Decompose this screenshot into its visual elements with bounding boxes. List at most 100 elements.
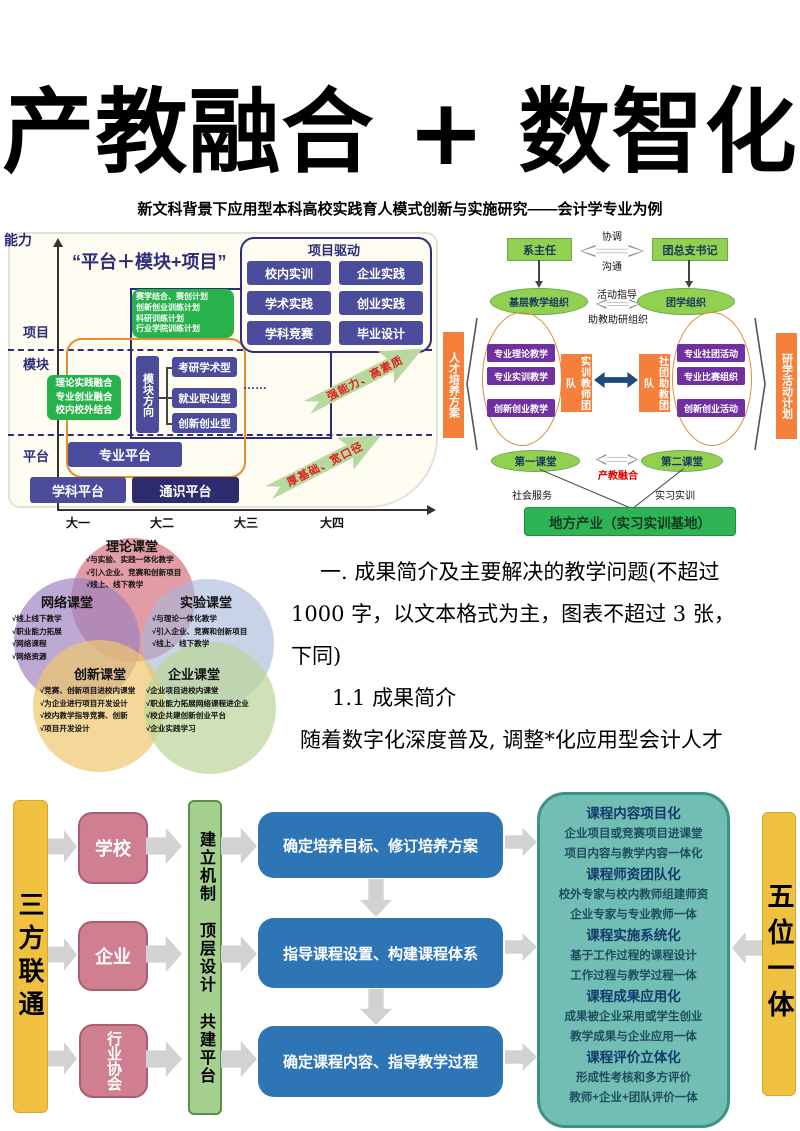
five-in-one-bar: 五位一体 <box>762 812 796 1096</box>
module-type: 考研学术型 <box>172 357 237 377</box>
down-arrow-line <box>688 260 690 282</box>
org-right-item: 专业社团活动 <box>677 344 745 362</box>
x-axis-line <box>57 509 429 511</box>
project-item: 创业实践 <box>339 291 423 315</box>
venn-bullet: √网络资源 <box>12 651 47 661</box>
bracket-line <box>159 397 172 399</box>
venn-bullet: √网络课程 <box>12 639 47 649</box>
project-item: 学科竞赛 <box>247 321 331 345</box>
outcome-header: 课程师资团队化 <box>586 867 681 882</box>
communicate-label: 沟通 <box>602 262 622 273</box>
outcome-header: 课程成果应用化 <box>586 989 681 1004</box>
body-text-line: 一. 成果简介及主要解决的教学问题(不超过 <box>320 560 720 584</box>
major-platform-box: 专业平台 <box>68 442 182 467</box>
assist-org-label: 助教助研组织 <box>588 315 648 326</box>
venn-bullet: √项目开发设计 <box>40 723 90 733</box>
y-axis-label: 能力 <box>4 232 32 248</box>
venn-title: 实验课堂 <box>180 595 233 610</box>
general-platform-box: 通识平台 <box>132 477 239 503</box>
bracket-line <box>166 423 172 425</box>
guide-arrow <box>596 299 640 309</box>
second-class-ellipse: 第二课堂 <box>641 450 723 472</box>
venn-bullet: √线上线下教学 <box>12 614 62 623</box>
page-subtitle: 新文科背景下应用型本科高校实践育人模式创新与实施研究——会计学专业为例 <box>137 201 663 218</box>
outcome-line: 项目内容与教学内容一体化 <box>564 848 703 860</box>
dashed-line-lower <box>8 434 432 436</box>
social-service-label: 社会服务 <box>512 491 552 502</box>
module-ellipsis: …… <box>243 378 267 392</box>
plan-line: 赛学结合、赛创计划 <box>136 292 208 301</box>
venn-bullets: √线上线下教学 √职业能力拓展 √网络课程 √网络资源 <box>12 613 62 663</box>
down-arrowhead <box>534 281 543 288</box>
left-brace <box>466 317 478 451</box>
venn-bullet: √竞赛、创新项目进校内课堂 <box>40 686 136 695</box>
module-direction-box: 模块方向 <box>136 356 159 433</box>
body-text-line: 随着数字化深度普及, 调整*化应用型会计人才 <box>300 728 723 752</box>
fusion-line: 校内校外结合 <box>55 405 113 417</box>
venn-bullet: √为企业进行项目开发设计 <box>40 698 128 708</box>
project-item: 企业实践 <box>339 261 423 285</box>
project-item: 毕业设计 <box>339 321 423 345</box>
venn-bullets: √企业项目进校内课堂 √职业能力拓展网络课程进企业 √校企共建创新创业平台 √企… <box>146 685 249 735</box>
venn-bullet: √线上、线下教学 <box>152 639 210 649</box>
enterprise-circle <box>144 642 276 774</box>
flow-arrow <box>48 830 77 863</box>
club-team-box: 社团助教团队 <box>639 354 670 412</box>
row-label-platform: 平台 <box>23 449 50 464</box>
flow-arrow <box>221 828 257 864</box>
x-tick: 大一 <box>65 516 90 530</box>
teaching-org-ellipse: 基层教学组织 <box>490 288 588 315</box>
outcome-line: 企业专家与专业教师一体 <box>570 909 697 921</box>
fusion-line: 理论实践融合 <box>55 378 113 390</box>
class-link-arrow <box>596 454 638 465</box>
study-activity-bar: 研学活动计划 <box>776 333 797 439</box>
flow-arrow <box>221 936 257 972</box>
outcome-line: 形成性考核和多方评价 <box>576 1072 691 1084</box>
league-org-ellipse: 团学组织 <box>637 288 735 315</box>
module-type: 创新创业型 <box>172 413 237 433</box>
project-item: 校内实训 <box>247 261 331 285</box>
actor-industry-assoc: 行业协会 <box>79 1024 148 1098</box>
venn-bullet: √与实验、实践一体化教学 <box>86 555 174 564</box>
innovation-circle <box>33 640 165 772</box>
step-box: 确定课程内容、指导教学过程 <box>258 1026 503 1097</box>
down-arrow-line <box>538 260 540 282</box>
coordination-arrow <box>580 245 644 257</box>
venn-title: 理论课堂 <box>106 539 159 554</box>
flow-arrow <box>146 1041 182 1077</box>
project-item: 学术实践 <box>247 291 331 315</box>
x-tick: 大二 <box>149 516 174 530</box>
venn-bullet: √线上、线下教学 <box>86 580 144 590</box>
trainer-team-box: 实训教师团队 <box>561 354 592 412</box>
dashed-line-upper <box>8 349 432 351</box>
venn-title: 创新课堂 <box>74 667 127 682</box>
platform-quote-title: “平台＋模块+项目” <box>72 252 227 272</box>
org-left-item: 创新创业教学 <box>487 399 555 417</box>
first-class-ellipse: 第一课堂 <box>491 450 580 472</box>
venn-bullet: √职业能力拓展 <box>12 626 62 636</box>
fusion-line: 专业创业融合 <box>55 391 113 403</box>
venn-bullets: √与实验、实践一体化教学 √引入企业、竞赛和创新项目 √线上、线下教学 <box>86 554 181 592</box>
module-region-outline <box>130 288 332 439</box>
flow-arrow <box>505 1043 537 1071</box>
down-arrowhead <box>684 281 693 288</box>
outcomes-box: 课程内容项目化 企业项目或竞赛项目进课堂 项目内容与教学内容一体化 课程师资团队… <box>537 792 730 1128</box>
page-title: 产教融合 + 数智化 <box>2 79 798 186</box>
body-text-line: 1000 字，以文本格式为主，图表不超过 3 张， <box>291 602 735 626</box>
right-brace <box>754 317 766 451</box>
activity-ellipse-outline <box>672 312 752 446</box>
activity-guide-label: 活动指导 <box>597 290 637 301</box>
venn-bullet: √与理论一体化教学 <box>152 614 217 623</box>
outcome-line: 教师+企业+团队评价一体 <box>569 1092 698 1104</box>
venn-bullet: √企业项目进校内课堂 <box>146 686 219 695</box>
plan-line: 创新创业训练计划 <box>136 302 200 312</box>
dept-head-box: 系主任 <box>507 238 572 261</box>
bracket-line <box>166 367 168 424</box>
outcome-line: 基于工作过程的课程设计 <box>570 950 697 962</box>
plan-line: 科研训练计划 <box>136 313 184 323</box>
plans-note-box: 赛学结合、赛创计划 创新创业训练计划 科研训练计划 行业学院训练计划 <box>132 289 234 338</box>
venn-bullets: √竞赛、创新项目进校内课堂 √为企业进行项目开发设计 √校内教学指导竞赛、创新 … <box>40 685 135 735</box>
local-industry-box: 地方产业（实习实训基地） <box>524 507 736 536</box>
flow-arrow <box>146 828 182 864</box>
